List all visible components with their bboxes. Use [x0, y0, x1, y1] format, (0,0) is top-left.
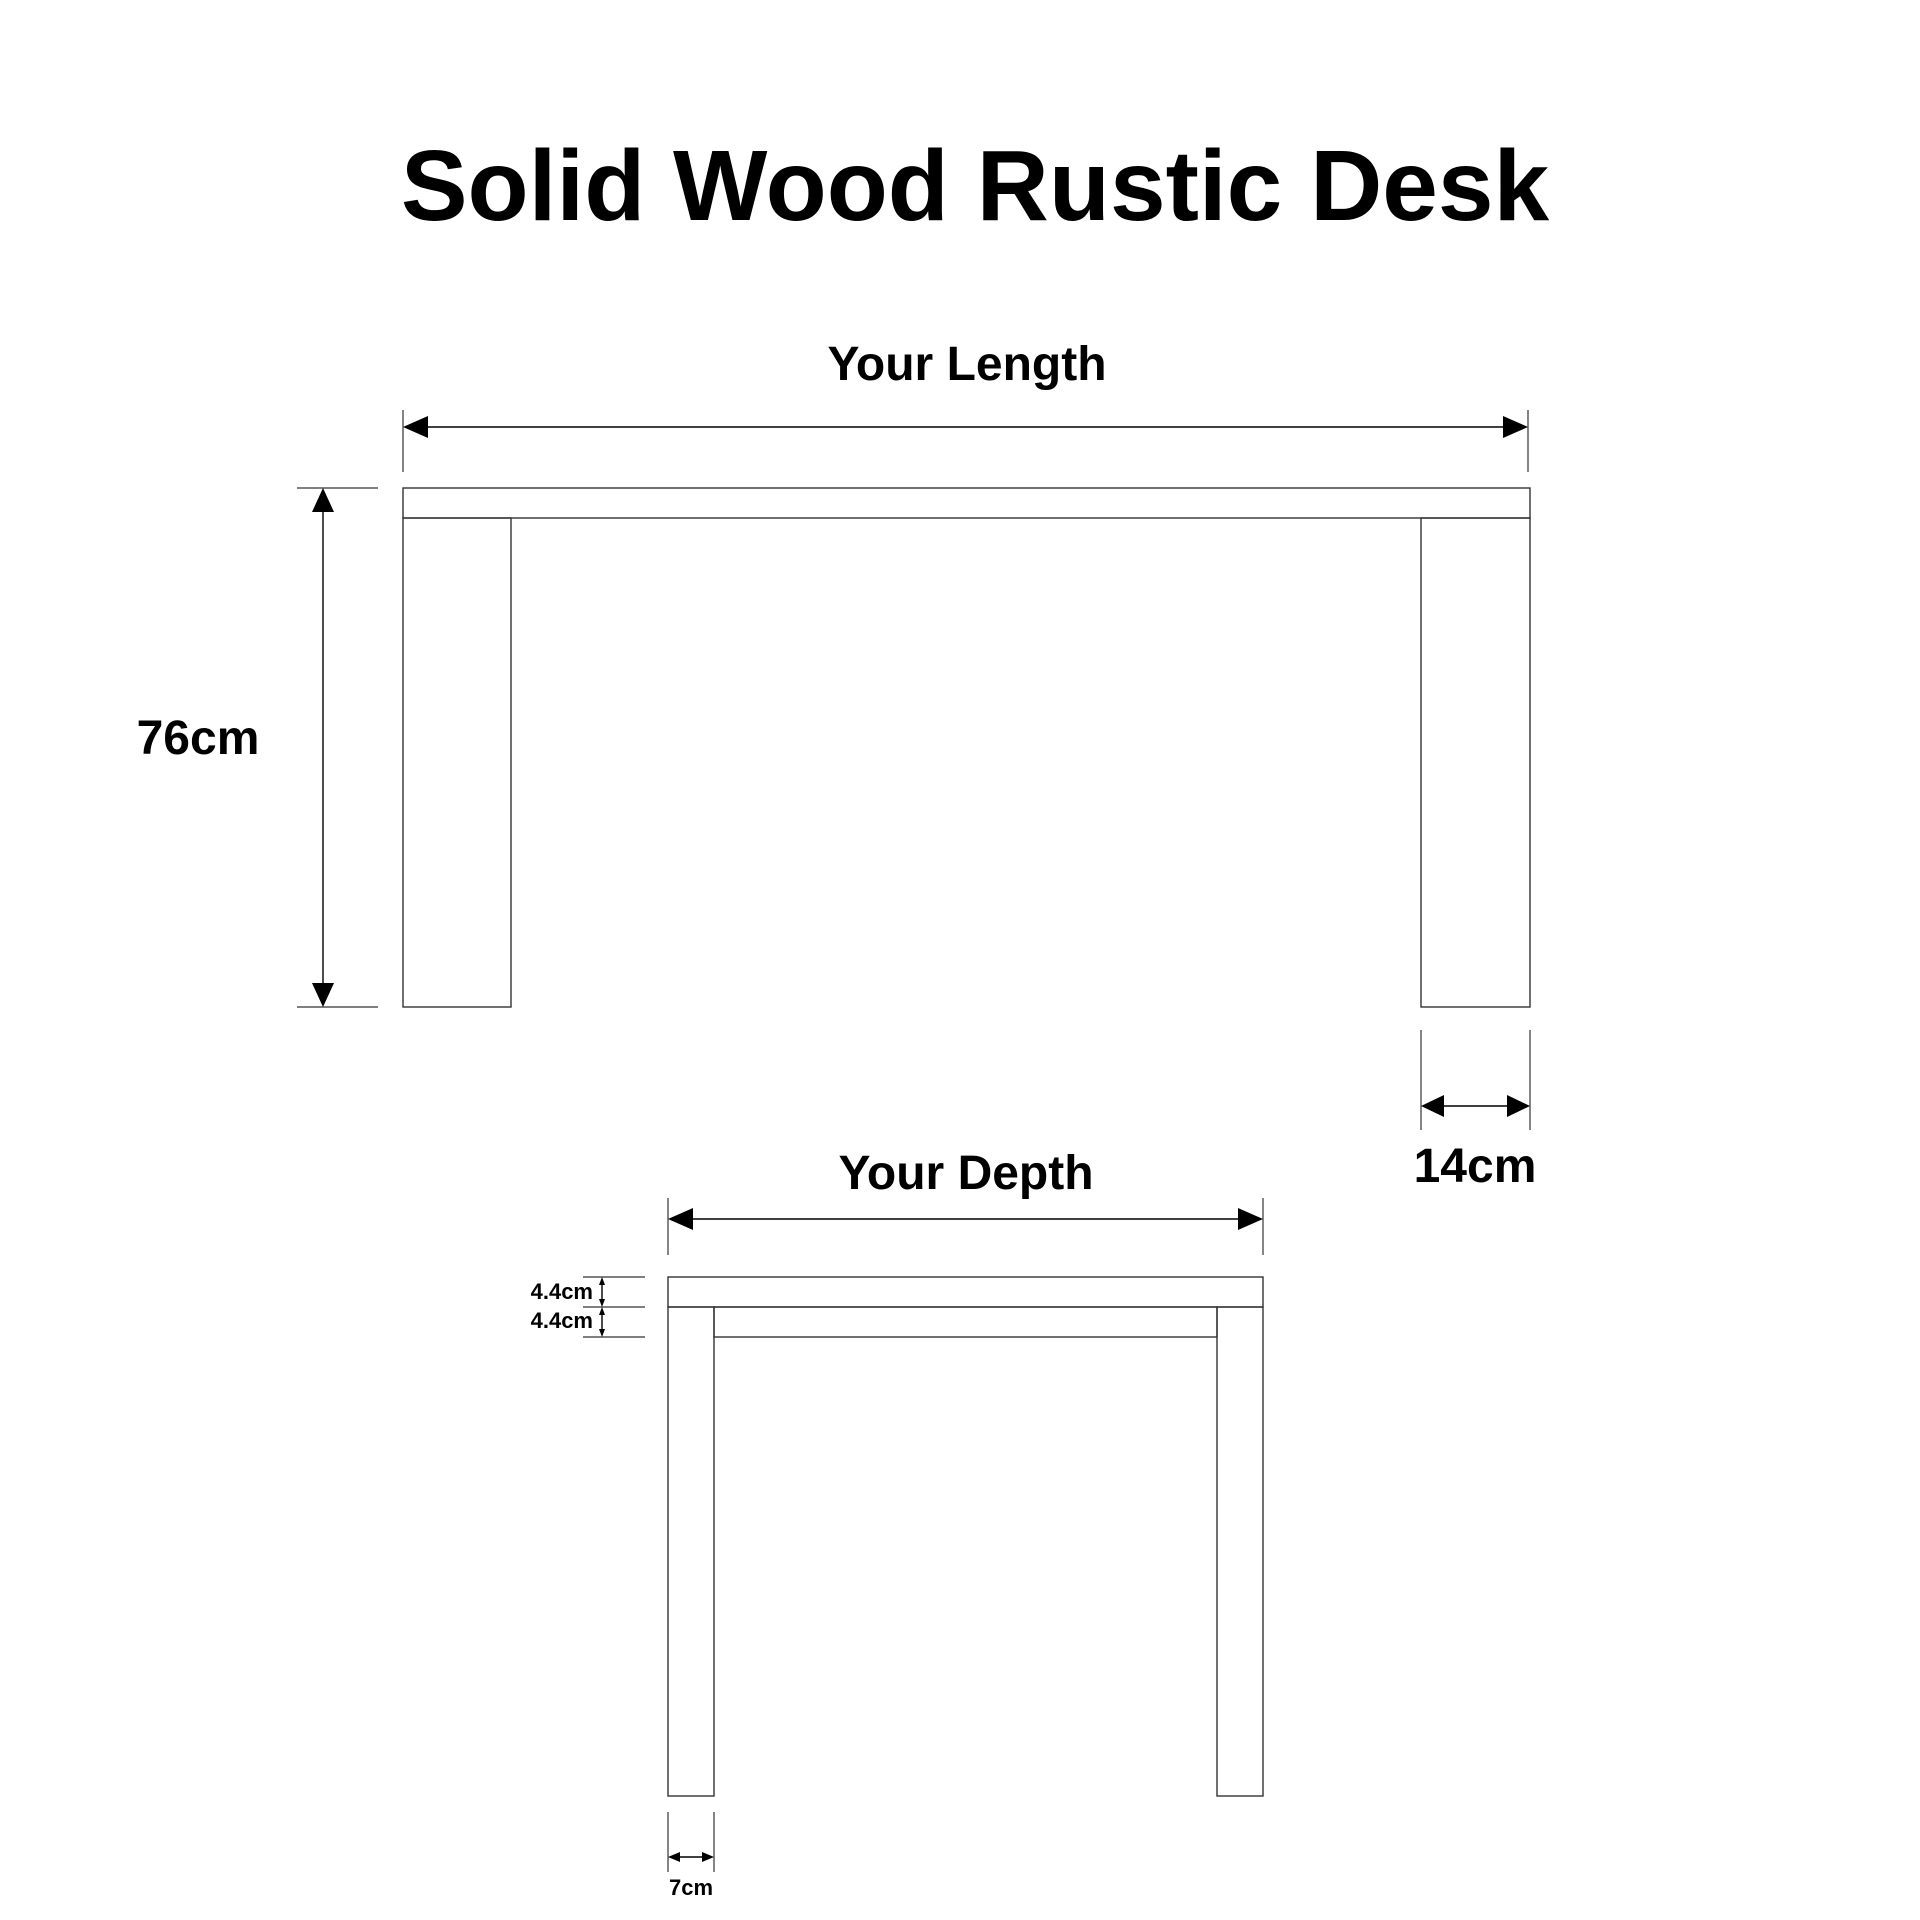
desk-top-front — [402, 487, 1531, 519]
leg-width-arrow-left-icon — [1421, 1095, 1444, 1117]
desk-leg-left-front — [402, 517, 512, 1008]
side-leg-arrow-left-icon — [668, 1852, 680, 1862]
page-title: Solid Wood Rustic Desk — [401, 130, 1550, 242]
top-thickness-label: 4.4cm — [531, 1279, 593, 1304]
side-leg-arrow-right-icon — [702, 1852, 714, 1862]
desk-leg-left-side — [667, 1306, 715, 1797]
height-label: 76cm — [137, 712, 260, 765]
top-thickness-arrow-up-icon — [599, 1277, 605, 1285]
depth-label: Your Depth — [838, 1147, 1093, 1200]
desk-top-side — [667, 1276, 1264, 1308]
desk-leg-right-side — [1216, 1306, 1264, 1797]
leg-width-arrow-right-icon — [1507, 1095, 1530, 1117]
top-thickness-arrow-down-icon — [599, 1299, 605, 1307]
apron-height-label: 4.4cm — [531, 1308, 593, 1333]
leg-width-label: 14cm — [1414, 1140, 1537, 1193]
height-arrow-down-icon — [312, 983, 334, 1007]
depth-arrow-right-icon — [1238, 1208, 1263, 1230]
depth-arrow-left-icon — [668, 1208, 693, 1230]
side-leg-width-label: 7cm — [669, 1875, 713, 1900]
apron-height-arrow-down-icon — [599, 1329, 605, 1337]
apron-height-arrow-up-icon — [599, 1307, 605, 1315]
side-view: Your Depth 4.4cm 4.4cm 7cm — [531, 1147, 1264, 1900]
desk-leg-right-front — [1420, 517, 1531, 1008]
length-arrow-right-icon — [1503, 416, 1528, 438]
length-label: Your Length — [827, 338, 1106, 391]
height-arrow-up-icon — [312, 488, 334, 512]
desk-apron-side — [713, 1306, 1218, 1338]
front-view: Your Length 76cm 14cm — [137, 338, 1537, 1193]
length-arrow-left-icon — [403, 416, 428, 438]
